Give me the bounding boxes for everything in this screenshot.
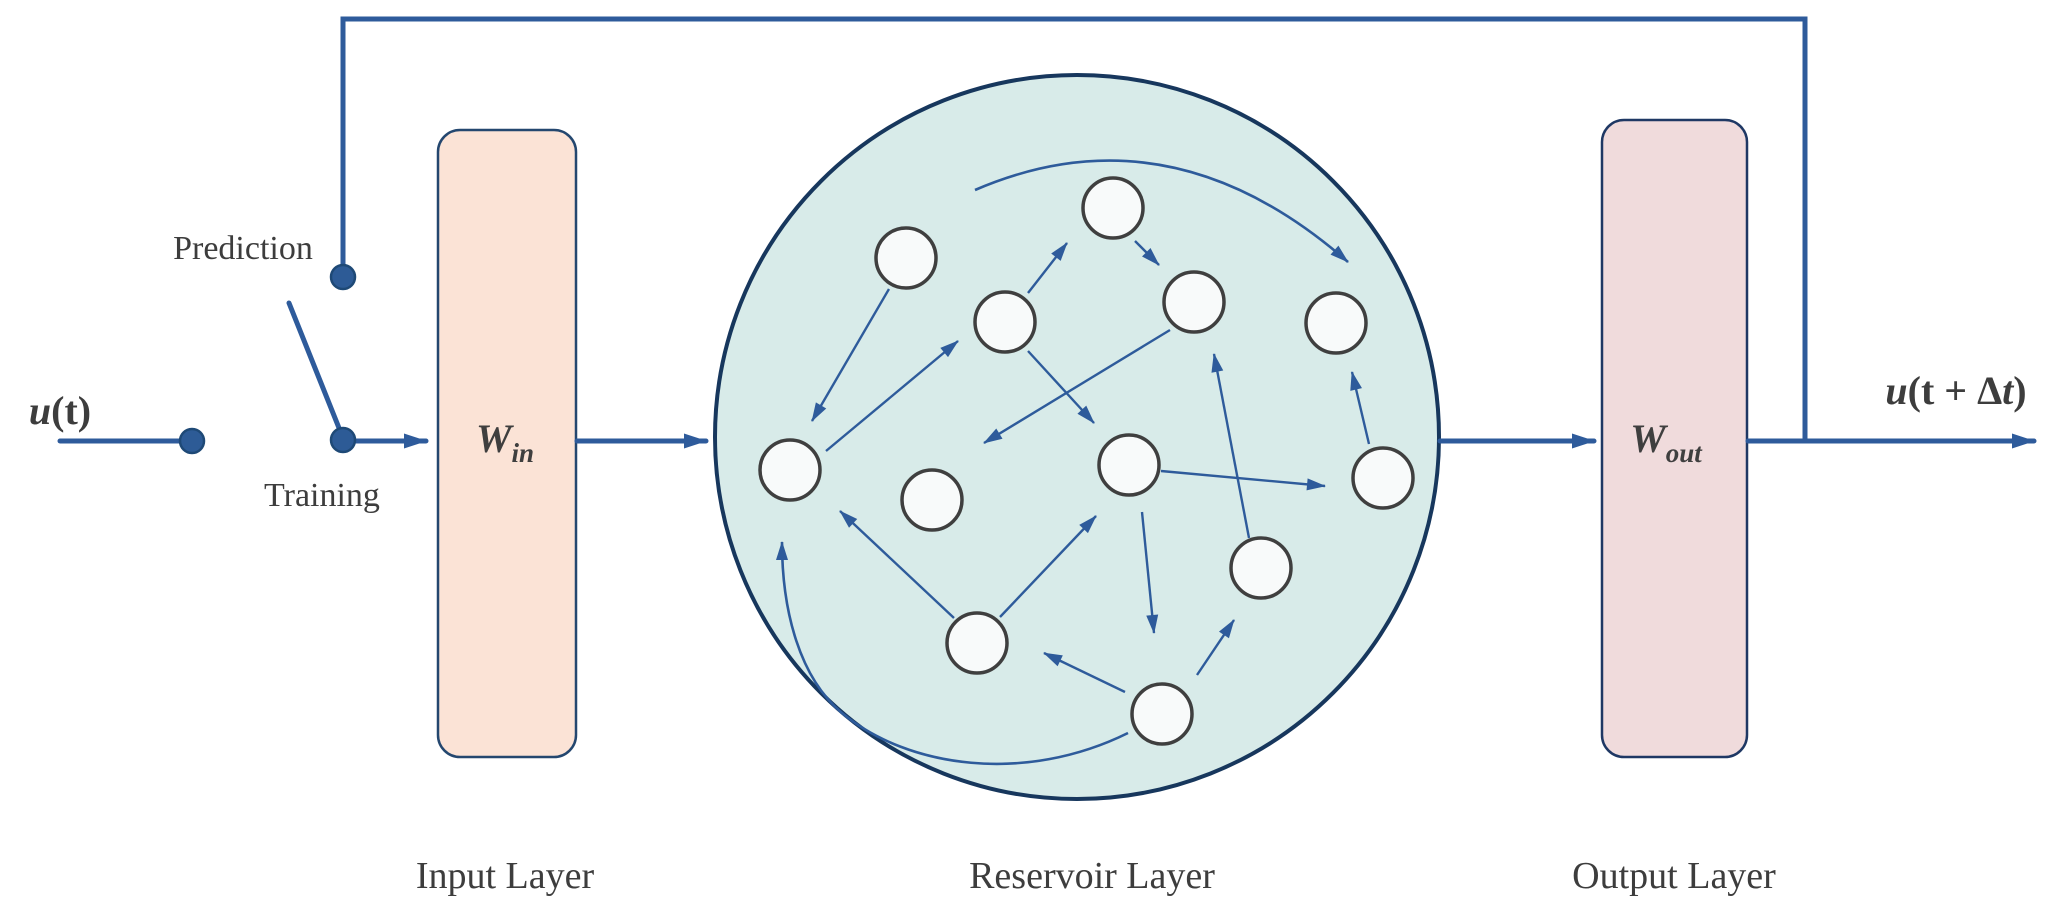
reservoir-node-n2 xyxy=(1081,176,1145,240)
reservoir-node-n6 xyxy=(758,438,822,502)
input-signal-label: u(t) xyxy=(29,388,91,433)
reservoir-node-n7 xyxy=(900,468,964,532)
reservoir-edge-n12-n10 xyxy=(1196,619,1235,676)
reservoir-edge-n8-n9 xyxy=(1160,469,1326,491)
reservoir-circle xyxy=(713,73,1441,801)
reservoir-edge-n11-n6 xyxy=(839,510,955,619)
reservoir-node-n11 xyxy=(945,611,1009,675)
reservoir-edge-n4-n7 xyxy=(983,328,1171,445)
bottom-recurrent-arc xyxy=(776,541,1129,766)
reservoir-edge-n3-n8 xyxy=(1027,350,1095,424)
output-signal-label: u(t + Δt) xyxy=(1885,368,2026,413)
reservoir-node-n1 xyxy=(874,226,938,290)
reservoir-node-n4 xyxy=(1162,270,1226,334)
top-recurrent-arc xyxy=(974,159,1349,263)
w-in-label: Win xyxy=(476,416,534,468)
reservoir-edge-n11-n8 xyxy=(999,515,1097,618)
reservoir-node-n5 xyxy=(1304,291,1368,355)
reservoir-layer-caption: Reservoir Layer xyxy=(969,855,1215,897)
reservoir-node-n8 xyxy=(1097,433,1161,497)
switch-lever xyxy=(286,300,346,441)
prediction-contact-dot xyxy=(329,263,357,291)
feedback-loop-path xyxy=(340,16,1808,441)
reservoir-node-n9 xyxy=(1351,446,1415,510)
reservoir-edge-n10-n4 xyxy=(1211,353,1251,539)
output-layer-caption: Output Layer xyxy=(1572,855,1776,897)
training-label: Training xyxy=(264,477,380,514)
reservoir-edge-n8-n12 xyxy=(1140,511,1159,634)
reservoir-edge-n12-n11 xyxy=(1043,651,1126,694)
reservoir-edge-n3-n2 xyxy=(1027,242,1068,294)
reservoir-edge-n2-n4 xyxy=(1134,240,1160,266)
input-layer-box xyxy=(436,128,578,759)
switch-pivot-dot xyxy=(329,426,357,454)
input-contact-dot xyxy=(178,427,206,455)
input-layer-caption: Input Layer xyxy=(416,855,595,897)
output-layer-box xyxy=(1600,118,1749,759)
reservoir-node-n12 xyxy=(1130,682,1194,746)
reservoir-node-n3 xyxy=(973,290,1037,354)
w-out-label: Wout xyxy=(1630,416,1703,468)
reservoir-node-n10 xyxy=(1229,536,1293,600)
reservoir-edge-n9-n5 xyxy=(1350,371,1371,445)
reservoir-edge-n6-n3 xyxy=(825,340,959,452)
prediction-label: Prediction xyxy=(173,230,313,267)
reservoir-edge-n1-n6 xyxy=(810,288,891,422)
